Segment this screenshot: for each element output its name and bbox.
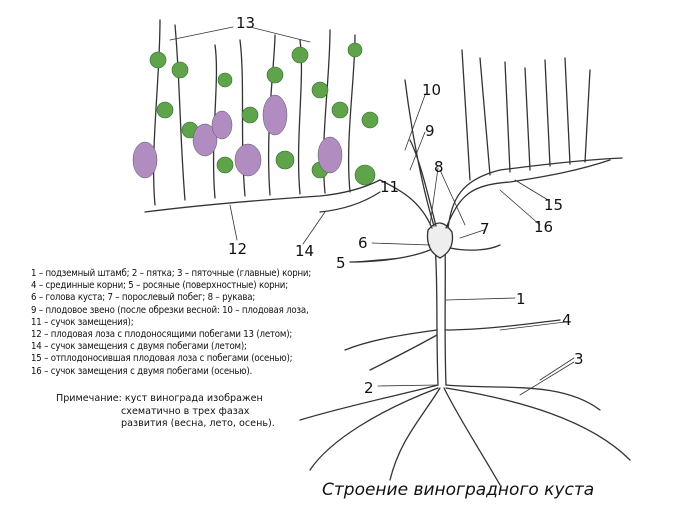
right-arm xyxy=(445,157,623,229)
svg-text:1: 1 xyxy=(516,290,526,308)
note-line: развития (весна, лето, осень). xyxy=(121,418,275,429)
legend-item: 1 – подземный штамб; 2 – пятка; 3 – пято… xyxy=(31,268,312,279)
diagram-title: Строение виноградного куста xyxy=(322,480,595,500)
svg-text:15: 15 xyxy=(544,196,563,214)
trunk xyxy=(434,244,447,386)
legend-item: 6 – голова куста; 7 – порослевый побег; … xyxy=(31,292,256,304)
svg-text:13: 13 xyxy=(236,14,255,32)
note-line: схематично в трех фазах xyxy=(121,405,250,417)
root-3 xyxy=(299,384,631,486)
vine-15-shoots xyxy=(461,49,591,181)
legend: 1 – подземный штамб; 2 – пятка; 3 – пято… xyxy=(31,268,311,378)
left-arm xyxy=(379,79,437,229)
number-labels: 13 10 9 8 11 7 15 16 6 5 12 14 1 4 3 2 xyxy=(228,14,584,397)
legend-item: 15 – отплодоносившая плодовая лоза с поб… xyxy=(31,353,293,365)
root-5 xyxy=(349,244,501,263)
legend-item: 9 – плодовое звено (после обрезки весной… xyxy=(31,304,309,316)
svg-text:3: 3 xyxy=(574,350,584,368)
svg-text:16: 16 xyxy=(534,218,553,236)
legend-item: 12 – плодовая лоза с плодоносящими побег… xyxy=(31,329,293,341)
svg-text:4: 4 xyxy=(562,311,572,329)
svg-text:14: 14 xyxy=(295,242,314,260)
svg-text:10: 10 xyxy=(422,81,441,99)
leaves xyxy=(149,42,379,186)
legend-item: 4 – срединные корни; 5 – росяные (поверх… xyxy=(31,280,288,292)
note-line: Примечание: куст винограда изображен xyxy=(56,393,263,404)
svg-text:8: 8 xyxy=(434,158,444,176)
root-4 xyxy=(344,319,561,371)
vine-head xyxy=(426,222,454,259)
svg-text:11: 11 xyxy=(380,178,399,196)
legend-item: 14 – сучок замещения с двумя побегами (л… xyxy=(31,341,247,353)
svg-text:7: 7 xyxy=(480,220,490,238)
svg-text:6: 6 xyxy=(358,234,368,252)
svg-text:2: 2 xyxy=(364,379,374,397)
svg-text:12: 12 xyxy=(228,240,247,258)
legend-item: 11 – сучок замещения); xyxy=(31,316,134,328)
grape-clusters xyxy=(132,94,343,179)
svg-text:5: 5 xyxy=(336,254,346,272)
legend-item: 16 – сучок замещения с двумя побегами (о… xyxy=(31,365,253,377)
vine-14 xyxy=(319,191,381,213)
svg-text:9: 9 xyxy=(425,122,435,140)
note: Примечание: куст винограда изображен схе… xyxy=(56,393,275,431)
vine-12-cane xyxy=(144,179,381,213)
